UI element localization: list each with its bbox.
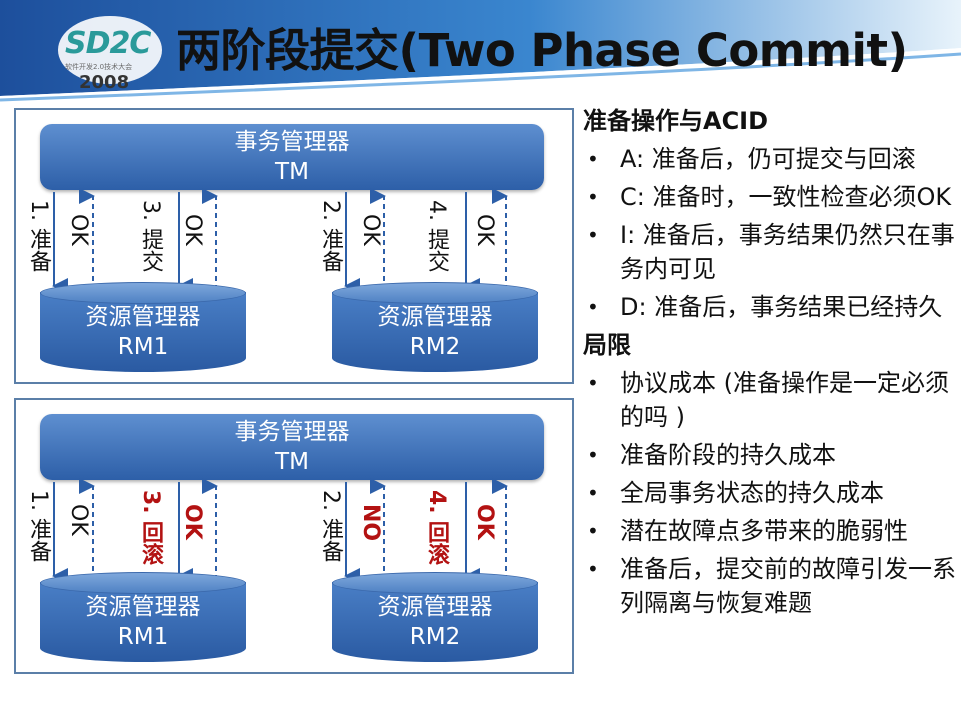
bullet-limit-5: 准备后，提交前的故障引发一系列隔离与恢复难题: [583, 552, 958, 620]
rm1-abbrev: RM1: [117, 624, 169, 650]
label-rollback-4: 4. 回滚: [424, 490, 449, 566]
resource-manager-rm2: 资源管理器 RM2: [332, 282, 538, 378]
resource-manager-rm1: 资源管理器 RM1: [40, 282, 246, 378]
label-prepare-1: 1. 准备: [26, 490, 51, 562]
tm-abbrev: TM: [275, 159, 309, 185]
bullet-isolation: I: 准备后，事务结果仍然只在事务内可见: [583, 218, 958, 286]
bullet-limit-1: 协议成本 (准备操作是一定必须的吗 ): [583, 366, 958, 434]
label-commit-4: 4. 提交: [424, 200, 449, 272]
bullet-atomicity: A: 准备后，仍可提交与回滚: [583, 142, 958, 176]
label-ok-3: OK: [180, 504, 205, 540]
message-arrows: [52, 188, 508, 294]
notes-column: 准备操作与ACID A: 准备后，仍可提交与回滚 C: 准备时，一致性检查必须O…: [583, 104, 958, 620]
label-ok-1: OK: [66, 214, 91, 246]
tm-label: 事务管理器: [234, 419, 350, 445]
logo-text: SD2C: [65, 26, 151, 61]
rm1-abbrev: RM1: [117, 334, 169, 360]
rm2-label: 资源管理器: [377, 304, 493, 330]
bullet-durability: D: 准备后，事务结果已经持久: [583, 290, 958, 324]
transaction-manager-box: 事务管理器 TM: [40, 414, 544, 480]
label-ok-1: OK: [66, 504, 91, 536]
label-ok-4: OK: [472, 504, 497, 540]
tm-abbrev: TM: [275, 449, 309, 475]
label-prepare-2: 2. 准备: [318, 200, 343, 272]
label-prepare-1: 1. 准备: [26, 200, 51, 272]
resource-manager-rm1: 资源管理器 RM1: [40, 572, 246, 668]
section-title-limits: 局限: [583, 331, 631, 359]
label-rollback-3: 3. 回滚: [138, 490, 163, 566]
slide-title: 两阶段提交(Two Phase Commit): [176, 24, 908, 77]
label-ok-3: OK: [180, 214, 205, 246]
sd2c-logo: SD2C 软件开发2.0技术大会 2008: [55, 12, 165, 94]
label-ok-4: OK: [472, 214, 497, 246]
label-no-2: NO: [358, 504, 383, 542]
rm1-label: 资源管理器: [85, 304, 201, 330]
diagram-rollback-flow: 事务管理器 TM 1. 准备 OK 3. 回滚 OK 2. 准备 NO 4. 回…: [14, 398, 574, 674]
header-banner: [0, 0, 961, 106]
resource-manager-rm2: 资源管理器 RM2: [332, 572, 538, 668]
bullet-limit-4: 潜在故障点多带来的脆弱性: [583, 514, 958, 548]
rm1-label: 资源管理器: [85, 594, 201, 620]
label-ok-2: OK: [358, 214, 383, 246]
bullet-consistency: C: 准备时，一致性检查必须OK: [583, 180, 958, 214]
label-commit-3: 3. 提交: [138, 200, 163, 272]
diagram-commit-flow: 事务管理器 TM 1. 准备 OK 3. 提交 OK 2. 准备 OK 4. 提…: [14, 108, 574, 384]
logo-subtitle: 软件开发2.0技术大会: [65, 63, 133, 71]
label-prepare-2: 2. 准备: [318, 490, 343, 562]
bullet-limit-2: 准备阶段的持久成本: [583, 438, 958, 472]
logo-year: 2008: [79, 72, 130, 93]
rm2-abbrev: RM2: [409, 624, 461, 650]
bullet-limit-3: 全局事务状态的持久成本: [583, 476, 958, 510]
message-arrows: [52, 478, 508, 584]
slide-header: SD2C 软件开发2.0技术大会 2008 两阶段提交(Two Phase Co…: [0, 0, 961, 108]
transaction-manager-box: 事务管理器 TM: [40, 124, 544, 190]
rm2-abbrev: RM2: [409, 334, 461, 360]
section-title-acid: 准备操作与ACID: [583, 107, 769, 135]
rm2-label: 资源管理器: [377, 594, 493, 620]
tm-label: 事务管理器: [234, 129, 350, 155]
